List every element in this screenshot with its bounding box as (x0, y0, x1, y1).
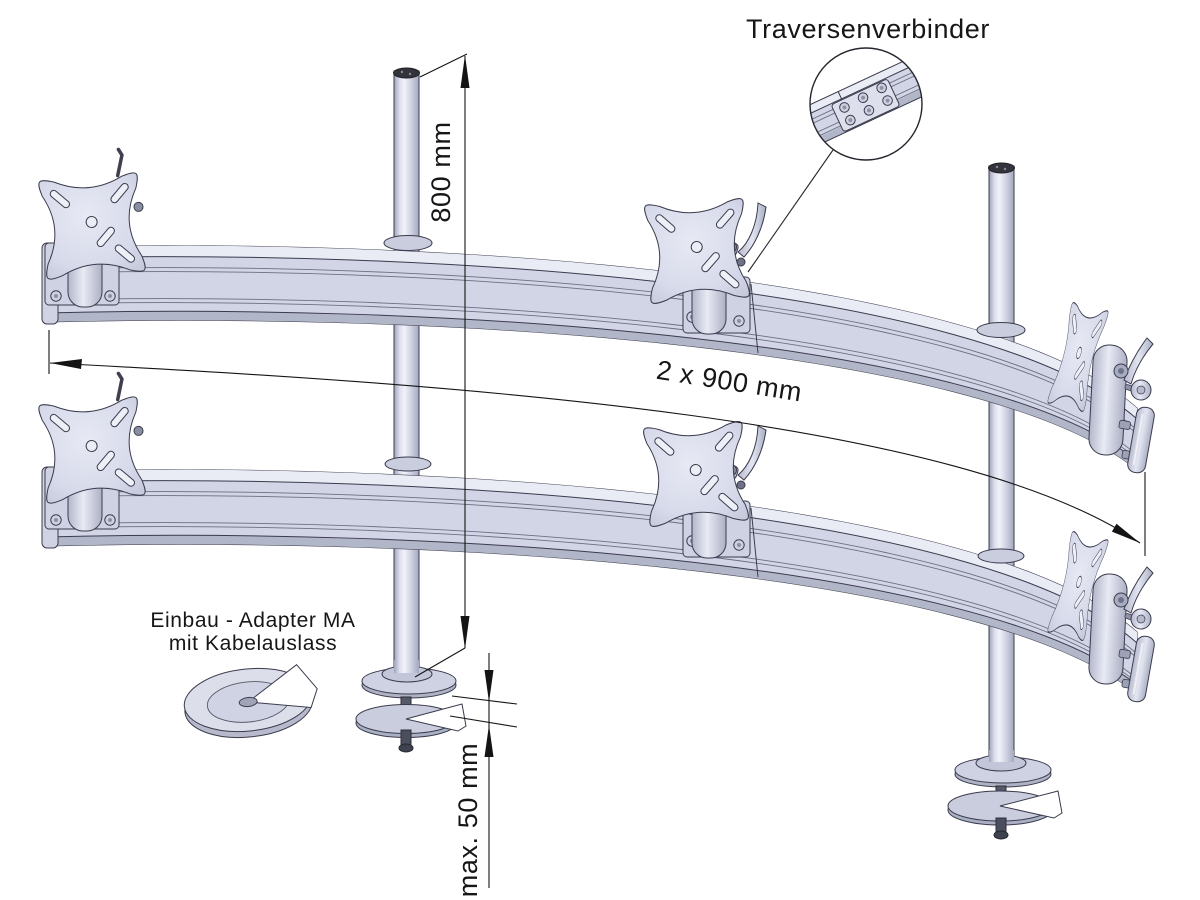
arrowhead-up (484, 725, 494, 757)
detail-callout-label: Traversenverbinder (746, 14, 990, 44)
adapter-label: Einbau - Adapter MA mit Kabelauslass (150, 609, 355, 655)
vesa-plate (643, 197, 751, 305)
monitor-mount-upper-middle (643, 197, 767, 335)
rail-seam (750, 507, 759, 578)
right-pole-cap (988, 162, 1015, 174)
monitor-mount-lower-right (1047, 531, 1155, 703)
vesa-plate (37, 171, 147, 281)
rail-seam (750, 283, 759, 354)
clamp-range-value: max. 50 mm (453, 743, 483, 898)
vesa-plate (642, 420, 750, 528)
left-pole (393, 67, 420, 674)
pole-collar (977, 548, 1025, 564)
right-desk-clamp (947, 750, 1063, 840)
upper-traverse-rail (41, 242, 1138, 472)
dimension-pole-height: 800 mm (414, 53, 470, 678)
clamp-disc-notch (999, 790, 1063, 819)
adapter-label-line1: Einbau - Adapter MA (150, 609, 355, 632)
edge-screw (736, 480, 746, 490)
pole-collar (976, 322, 1026, 338)
side-nub (133, 201, 144, 212)
arrowhead-right (1111, 523, 1140, 543)
monitor-mount-upper-left (37, 147, 147, 308)
left-desk-clamp (355, 660, 467, 753)
adapter-cutout (246, 664, 318, 708)
adapter-cable-hole (238, 696, 258, 708)
tilt-lever (737, 425, 767, 481)
dimension-clamp-range: max. 50 mm (449, 653, 518, 898)
vesa-plate (37, 395, 147, 505)
detail-circle-outline (809, 47, 923, 161)
lower-traverse-rail (41, 466, 1138, 696)
arrowhead-down (484, 670, 494, 702)
pole-collar (383, 235, 433, 251)
clamp-disc-notch (405, 703, 467, 732)
monitor-mount-lower-left (37, 371, 147, 532)
pole-collar (384, 456, 432, 472)
traverse-width-value: 2 x 900 mm (654, 355, 804, 408)
adjust-pin (115, 147, 124, 178)
adjust-pin (115, 371, 124, 402)
arrowhead-up (460, 55, 470, 88)
adapter-label-line2: mit Kabelauslass (169, 632, 337, 655)
pole-height-value: 800 mm (426, 121, 456, 222)
side-nub (133, 425, 144, 436)
einbau-adapter-disc (183, 664, 318, 739)
edge-screw (736, 257, 746, 267)
connector-bolts (839, 82, 893, 126)
monitor-mount-upper-right (1047, 302, 1155, 474)
arrowhead-left (50, 359, 82, 369)
left-pole-cap (393, 67, 420, 79)
monitor-mount-lower-middle (642, 420, 767, 559)
right-pole (988, 162, 1015, 763)
detail-leader-line (747, 149, 834, 273)
detail-circle-traversenverbinder: Traversenverbinder (746, 14, 990, 273)
arrowhead-down (460, 616, 470, 649)
tilt-lever (737, 202, 767, 258)
